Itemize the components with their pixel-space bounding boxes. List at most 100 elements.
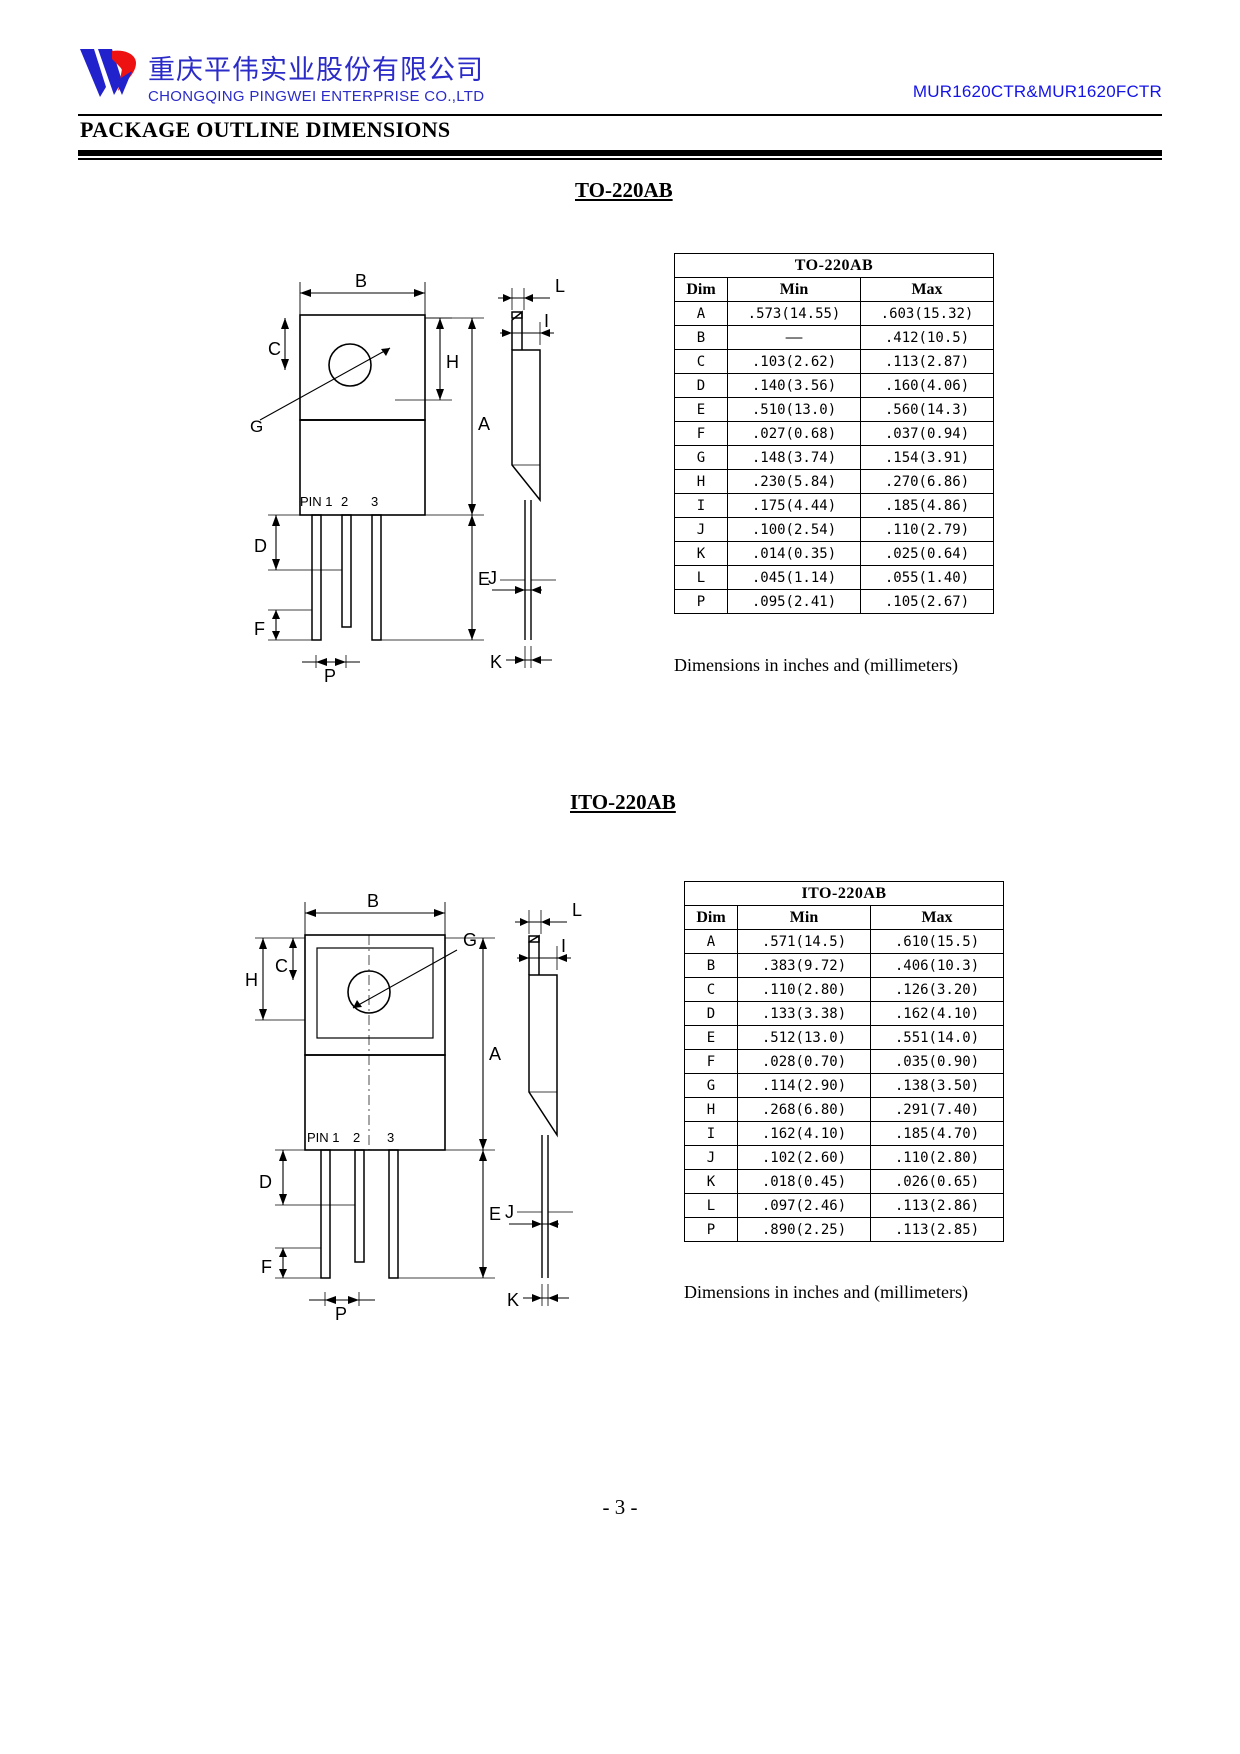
cell-min: .268(6.80) (737, 1097, 871, 1122)
cell-dim: E (674, 397, 728, 422)
cell-dim: J (674, 517, 728, 542)
dim-label-P: P (324, 666, 336, 686)
table-row: G.148(3.74).154(3.91) (674, 445, 994, 470)
dim-label-B: B (367, 891, 379, 911)
cell-max: .110(2.80) (870, 1145, 1004, 1170)
column-header-dim: Dim (684, 905, 738, 930)
cell-max: .037(0.94) (860, 421, 994, 446)
cell-dim: P (684, 1217, 738, 1242)
table-row: P.095(2.41).105(2.67) (674, 589, 994, 614)
cell-dim: L (674, 565, 728, 590)
cell-min: .148(3.74) (727, 445, 861, 470)
table-row: L.097(2.46).113(2.86) (684, 1193, 1004, 1218)
pin-label-3: 3 (387, 1130, 394, 1145)
table-row: B.383(9.72).406(10.3) (684, 953, 1004, 978)
to220ab-table-body: TO-220AB Dim Min Max A.573(14.55).603(15… (674, 253, 994, 614)
cell-min: —— (727, 325, 861, 350)
cell-dim: A (674, 301, 728, 326)
cell-min: .175(4.44) (727, 493, 861, 518)
cell-max: .291(7.40) (870, 1097, 1004, 1122)
table-header-row: Dim Min Max (684, 905, 1004, 930)
page-header: 重庆平伟实业股份有限公司 CHONGQING PINGWEI ENTERPRIS… (0, 0, 1240, 160)
dim-label-F: F (261, 1257, 272, 1277)
cell-max: .270(6.86) (860, 469, 994, 494)
table-row: H.230(5.84).270(6.86) (674, 469, 994, 494)
table-row: G.114(2.90).138(3.50) (684, 1073, 1004, 1098)
dim-label-D: D (254, 536, 267, 556)
table-row: I.162(4.10).185(4.70) (684, 1121, 1004, 1146)
cell-max: .026(0.65) (870, 1169, 1004, 1194)
table-row: F.027(0.68).037(0.94) (674, 421, 994, 446)
title-rule-thick (78, 150, 1162, 156)
cell-dim: I (674, 493, 728, 518)
cell-min: .102(2.60) (737, 1145, 871, 1170)
page-footer: - 3 - (602, 1495, 638, 1519)
table-row: F.028(0.70).035(0.90) (684, 1049, 1004, 1074)
cell-dim: P (674, 589, 728, 614)
ito220ab-units-caption: Dimensions in inches and (millimeters) (684, 1282, 968, 1302)
to220ab-package-drawing: G PIN 1 2 3 B C H A E D F (240, 250, 640, 695)
dim-label-G: G (250, 417, 263, 436)
column-header-min: Min (727, 277, 861, 302)
cell-dim: J (684, 1145, 738, 1170)
dim-label-K: K (507, 1290, 519, 1310)
table-title: TO-220AB (674, 253, 994, 278)
cell-dim: F (674, 421, 728, 446)
cell-dim: L (684, 1193, 738, 1218)
to220ab-dimension-table: TO-220AB Dim Min Max A.573(14.55).603(15… (674, 253, 994, 614)
cell-dim: B (684, 953, 738, 978)
cell-max: .113(2.86) (870, 1193, 1004, 1218)
cell-dim: K (684, 1169, 738, 1194)
table-row: L.045(1.14).055(1.40) (674, 565, 994, 590)
cell-max: .551(14.0) (870, 1025, 1004, 1050)
page-title: PACKAGE OUTLINE DIMENSIONS (80, 117, 451, 142)
dim-label-I: I (561, 936, 566, 956)
cell-dim: H (684, 1097, 738, 1122)
cell-max: .138(3.50) (870, 1073, 1004, 1098)
dim-label-J: J (488, 568, 497, 588)
pin-label-2: 2 (341, 494, 348, 509)
dim-label-C: C (275, 956, 288, 976)
cell-dim: C (684, 977, 738, 1002)
cell-dim: I (684, 1121, 738, 1146)
cell-min: .510(13.0) (727, 397, 861, 422)
dim-label-I: I (544, 311, 549, 331)
cell-max: .126(3.20) (870, 977, 1004, 1002)
cell-min: .095(2.41) (727, 589, 861, 614)
cell-min: .100(2.54) (727, 517, 861, 542)
dim-label-D: D (259, 1172, 272, 1192)
cell-max: .110(2.79) (860, 517, 994, 542)
cell-min: .383(9.72) (737, 953, 871, 978)
dim-label-F: F (254, 619, 265, 639)
cell-max: .113(2.85) (870, 1217, 1004, 1242)
table-row: J.102(2.60).110(2.80) (684, 1145, 1004, 1170)
cell-max: .406(10.3) (870, 953, 1004, 978)
dim-label-E: E (489, 1204, 501, 1224)
dim-label-B: B (355, 271, 367, 291)
cell-max: .105(2.67) (860, 589, 994, 614)
cell-min: .230(5.84) (727, 469, 861, 494)
cell-max: .025(0.64) (860, 541, 994, 566)
cell-max: .035(0.90) (870, 1049, 1004, 1074)
part-number-label: MUR1620CTR&MUR1620FCTR (912, 82, 1162, 101)
table-row: B——.412(10.5) (674, 325, 994, 350)
to220ab-units-caption: Dimensions in inches and (millimeters) (674, 655, 958, 675)
cell-max: .603(15.32) (860, 301, 994, 326)
cell-max: .185(4.86) (860, 493, 994, 518)
cell-max: .113(2.87) (860, 349, 994, 374)
cell-dim: E (684, 1025, 738, 1050)
ito220ab-package-drawing: G PIN 1 2 3 B C H A E D F (245, 880, 645, 1335)
cell-max: .412(10.5) (860, 325, 994, 350)
column-header-max: Max (870, 905, 1004, 930)
cell-min: .014(0.35) (727, 541, 861, 566)
cell-min: .097(2.46) (737, 1193, 871, 1218)
cell-dim: G (674, 445, 728, 470)
ito220ab-dimension-table: ITO-220AB Dim Min Max A.571(14.5).610(15… (684, 881, 1004, 1242)
table-row: K.014(0.35).025(0.64) (674, 541, 994, 566)
cell-max: .560(14.3) (860, 397, 994, 422)
table-row: E.510(13.0).560(14.3) (674, 397, 994, 422)
table-title-row: TO-220AB (674, 253, 994, 278)
cell-min: .045(1.14) (727, 565, 861, 590)
section-heading-to220ab: TO-220AB (575, 178, 673, 202)
table-row: J.100(2.54).110(2.79) (674, 517, 994, 542)
